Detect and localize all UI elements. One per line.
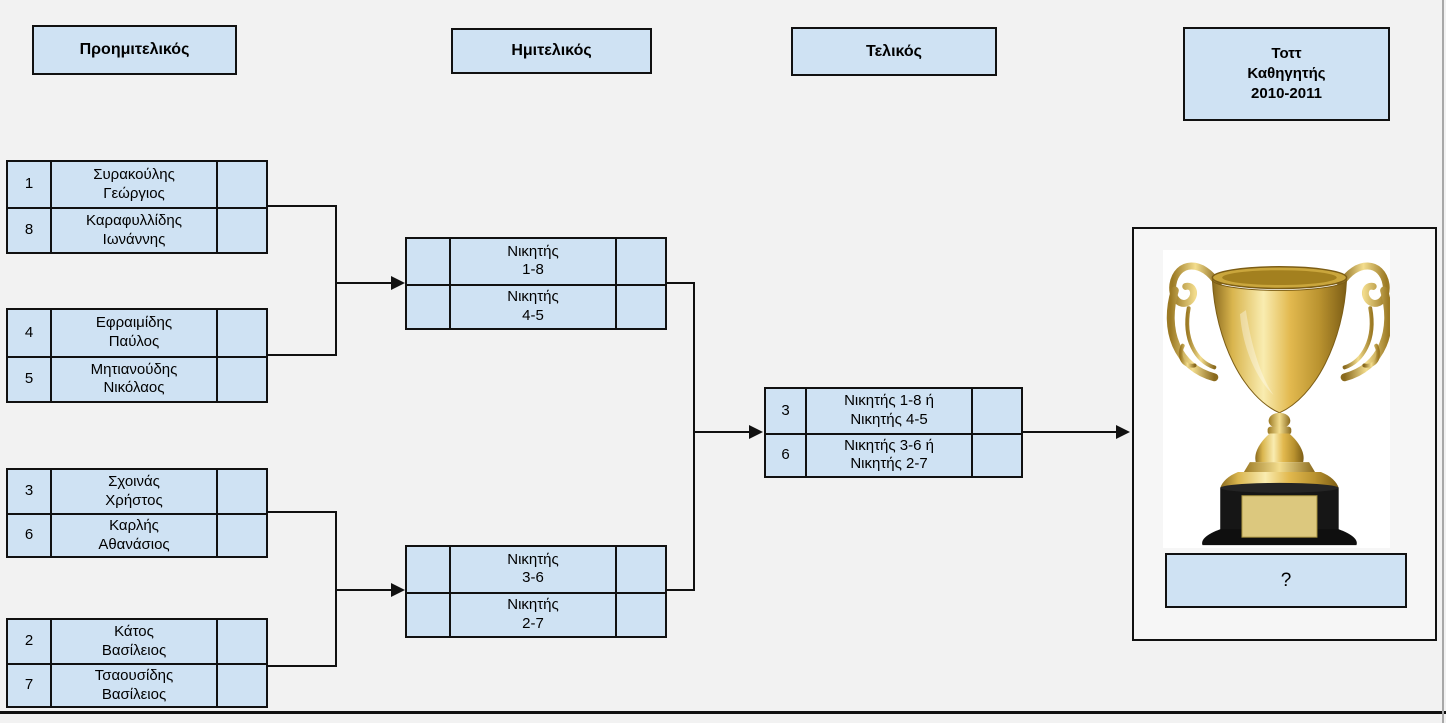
- trophy-icon: [1163, 250, 1390, 546]
- match-quarterfinal-4: 2 Κάτος Βασίλειος 7 Τσαουσίδης Βασίλειος: [6, 618, 268, 708]
- trophy-plaque: [1241, 495, 1318, 538]
- connector-line: [266, 354, 337, 356]
- connector-line: [693, 431, 751, 433]
- seed-cell: [407, 283, 449, 329]
- arrow-icon: [391, 583, 405, 597]
- seed-cell: [407, 547, 449, 592]
- arrow-icon: [749, 425, 763, 439]
- seed-cell: 6: [766, 432, 805, 477]
- connector-line: [266, 511, 337, 513]
- connector-line: [335, 282, 393, 284]
- player-name-cell: Κάτος Βασίλειος: [50, 620, 216, 663]
- match-quarterfinal-3: 3 Σχοινάς Χρήστος 6 Καρλής Αθανάσιος: [6, 468, 268, 558]
- seed-cell: 6: [8, 513, 50, 556]
- player-name-cell: Καρλής Αθανάσιος: [50, 513, 216, 556]
- seed-cell: 7: [8, 663, 50, 706]
- player-name-cell: Νικητής 1-8: [449, 239, 615, 284]
- score-cell: [216, 207, 266, 252]
- page-bottom-edge: [0, 711, 1446, 714]
- match-semifinal-1: Νικητής 1-8 Νικητής 4-5: [405, 237, 667, 330]
- score-cell: [615, 547, 665, 592]
- score-cell: [615, 591, 665, 636]
- player-name-cell: Μητιανούδης Νικόλαος: [50, 355, 216, 401]
- player-name-cell: Νικητής 2-7: [449, 591, 615, 636]
- score-cell: [216, 470, 266, 513]
- trophy-cup: [1211, 266, 1348, 488]
- match-final: 3 Νικητής 1-8 ή Νικητής 4-5 6 Νικητής 3-…: [764, 387, 1023, 478]
- score-cell: [216, 310, 266, 356]
- score-cell: [216, 663, 266, 706]
- seed-cell: 1: [24, 175, 34, 193]
- seed-cell: 3: [781, 401, 790, 419]
- player-name-cell: Καραφυλλίδης Ιωνάννης: [50, 207, 216, 252]
- seed-cell: 4: [24, 323, 34, 341]
- score-cell: [615, 239, 665, 284]
- header-semifinal: Ημιτελικός: [451, 28, 652, 74]
- connector-line: [335, 205, 337, 356]
- player-name-cell: Νικητής 3-6 ή Νικητής 2-7: [805, 432, 971, 476]
- trophy-handle-left: [1171, 266, 1219, 377]
- connector-line: [266, 665, 337, 667]
- connector-line: [1021, 431, 1118, 433]
- player-name-cell: Νικητής 1-8 ή Νικητής 4-5: [805, 389, 971, 433]
- connector-line: [693, 282, 695, 591]
- player-name-cell: Σχοινάς Χρήστος: [50, 470, 216, 513]
- header-quarterfinal: Προημιτελικός: [32, 25, 237, 75]
- score-cell: [216, 620, 266, 663]
- score-cell: [971, 432, 1021, 476]
- score-cell: [216, 162, 266, 207]
- score-cell: [216, 513, 266, 556]
- header-final: Τελικός: [791, 27, 997, 76]
- seed-cell: [407, 239, 449, 284]
- match-quarterfinal-2: 4 Εφραιμίδης Παύλος 5 Μητιανούδης Νικόλα…: [6, 308, 268, 403]
- seed-cell: 2: [24, 632, 34, 650]
- trophy-photo: [1163, 250, 1390, 548]
- arrow-icon: [1116, 425, 1130, 439]
- match-semifinal-2: Νικητής 3-6 Νικητής 2-7: [405, 545, 667, 638]
- connector-line: [665, 589, 695, 591]
- score-cell: [971, 389, 1021, 433]
- player-name-cell: Τσαουσίδης Βασίλειος: [50, 663, 216, 706]
- arrow-icon: [391, 276, 405, 290]
- player-name-cell: Νικητής 3-6: [449, 547, 615, 592]
- player-name-cell: Συρακούλης Γεώργιος: [50, 162, 216, 207]
- seed-cell: 8: [8, 207, 50, 252]
- trophy-handle-right: [1341, 266, 1389, 377]
- connector-line: [665, 282, 695, 284]
- page-right-edge: [1442, 0, 1444, 723]
- winner-placeholder-box: ?: [1165, 553, 1407, 608]
- seed-cell: 5: [8, 355, 50, 402]
- score-cell: [216, 355, 266, 401]
- header-trophy-title: Τοττ Καθηγητής 2010-2011: [1183, 27, 1390, 121]
- seed-cell: [407, 591, 449, 637]
- player-name-cell: Νικητής 4-5: [449, 283, 615, 328]
- connector-line: [266, 205, 337, 207]
- match-quarterfinal-1: 1 Συρακούλης Γεώργιος 8 Καραφυλλίδης Ιων…: [6, 160, 268, 254]
- score-cell: [615, 283, 665, 328]
- champion-container: ?: [1132, 227, 1437, 641]
- seed-cell: 3: [24, 482, 34, 500]
- player-name-cell: Εφραιμίδης Παύλος: [50, 310, 216, 356]
- connector-line: [335, 589, 393, 591]
